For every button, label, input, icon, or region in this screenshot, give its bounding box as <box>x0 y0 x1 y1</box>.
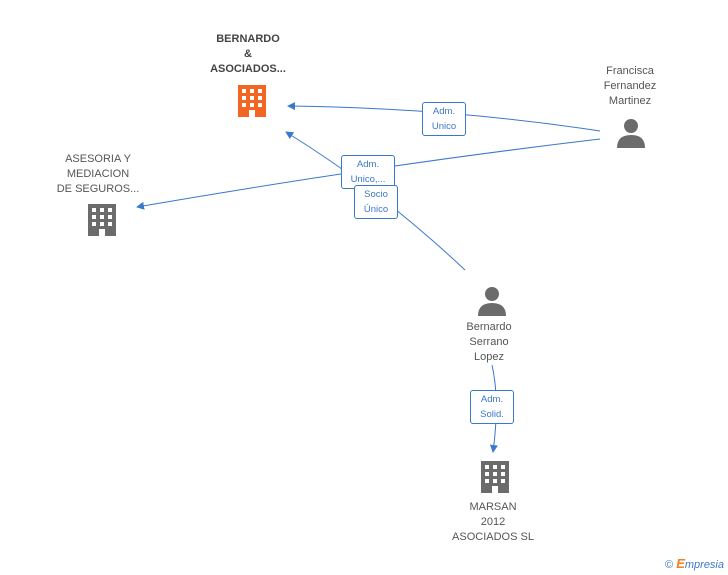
edge-label-adm-unico[interactable]: Adm. Unico <box>422 102 466 136</box>
node-label-marsan[interactable]: MARSAN 2012 ASOCIADOS SL <box>452 501 534 543</box>
node-label-francisca[interactable]: Francisca Fernandez Martinez <box>603 65 657 107</box>
building-icon[interactable] <box>85 203 119 242</box>
person-icon[interactable] <box>476 285 508 322</box>
copyright-icon: © <box>665 559 674 571</box>
node-label-asesoria[interactable]: ASESORIA Y MEDIACION DE SEGUROS... <box>56 153 140 195</box>
person-icon[interactable] <box>615 117 647 154</box>
brand-name: mpresia <box>684 559 724 571</box>
building-icon[interactable] <box>235 84 269 123</box>
empresia-logo[interactable]: © Empresia <box>665 556 724 571</box>
edge-label-adm-solid[interactable]: Adm. Solid. <box>470 390 514 424</box>
node-label-bernardo-asociados[interactable]: BERNARDO & ASOCIADOS... <box>210 33 286 75</box>
edge-label-adm-unico-multi[interactable]: Adm. Unico,... <box>341 155 395 189</box>
brand-initial: E <box>676 556 685 571</box>
node-label-bernardo-serrano[interactable]: Bernardo Serrano Lopez <box>466 321 512 363</box>
building-icon[interactable] <box>478 460 512 499</box>
edge-label-socio-unico[interactable]: Socio Único <box>354 185 398 219</box>
